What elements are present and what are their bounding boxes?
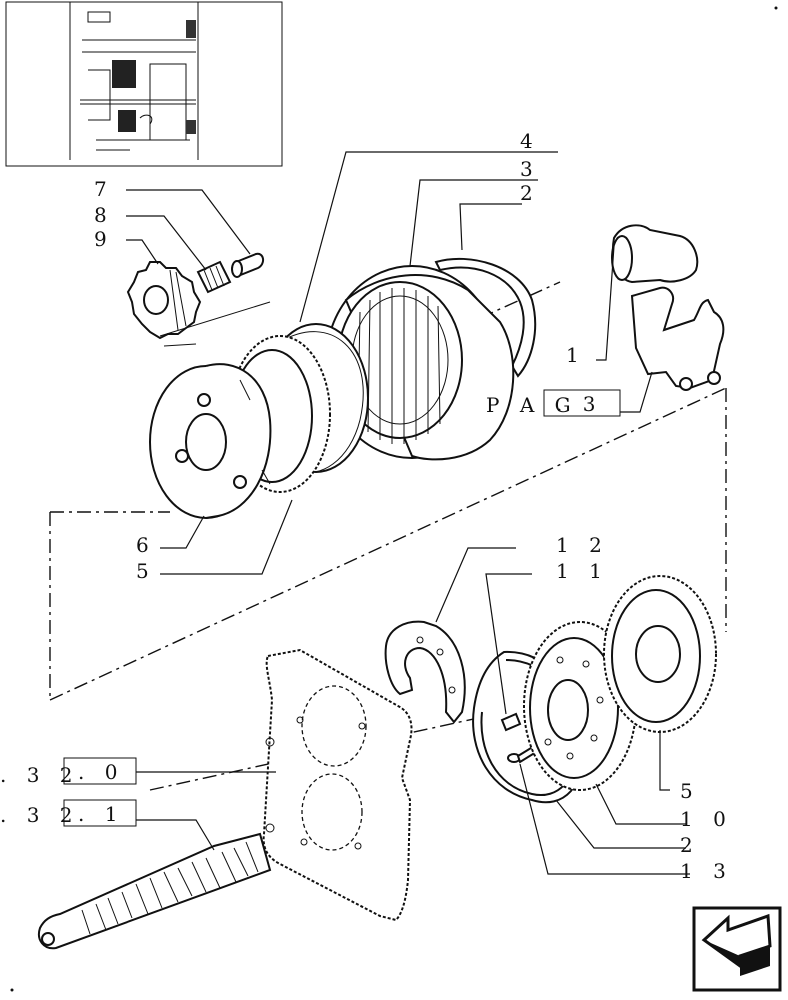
ring-gear-part-3 — [325, 265, 515, 461]
ref2-prefix: . 3 2 — [0, 803, 80, 827]
ref2-box-text: . 1 — [78, 802, 124, 826]
page-reference-32-1[interactable]: . 3 2 . 1 — [0, 799, 137, 827]
callout-2-top: 2 — [520, 181, 540, 205]
bearing-flange-plate — [262, 648, 413, 922]
shift-fork-part-1 — [611, 224, 725, 391]
pinion-gear-part-9 — [126, 261, 202, 340]
splined-shaft — [38, 832, 272, 950]
page-reference-pag3[interactable]: P A G . 3 — [486, 389, 621, 417]
callout-8: 8 — [94, 203, 114, 227]
previous-page-arrow-icon[interactable] — [692, 906, 782, 992]
callout-5-left: 5 — [136, 559, 156, 583]
page-reference-32-0[interactable]: . 3 2 . 0 — [0, 757, 137, 787]
thumbnail-locator — [5, 1, 283, 167]
callout-5-right: 5 — [680, 779, 700, 803]
ref1-box-text: . 0 — [78, 760, 124, 784]
callout-2-bottom: 2 — [680, 833, 700, 857]
pin-part-7 — [231, 252, 264, 278]
spur-gear-part-5-right — [603, 575, 717, 733]
ref1-prefix: . 3 2 — [0, 763, 80, 787]
callout-12: 1 2 — [556, 533, 609, 557]
callout-13: 1 3 — [680, 859, 733, 883]
planet-carrier-part-6 — [149, 363, 272, 519]
leader-lines — [126, 151, 690, 875]
c-shim-part-12 — [384, 620, 466, 724]
snap-ring-part-2-top — [434, 257, 537, 378]
callout-7: 7 — [94, 177, 114, 201]
callout-10: 1 0 — [680, 807, 733, 831]
callout-3: 3 — [520, 157, 540, 181]
callout-11: 1 1 — [556, 559, 609, 583]
callout-1: 1 — [566, 343, 586, 367]
pag-box-text: . 3 — [556, 392, 602, 416]
pin-part-11 — [500, 712, 522, 732]
callout-9: 9 — [94, 227, 114, 251]
pag-prefix: P A G — [486, 393, 578, 417]
callout-6: 6 — [136, 533, 156, 557]
callout-4: 4 — [520, 129, 540, 153]
